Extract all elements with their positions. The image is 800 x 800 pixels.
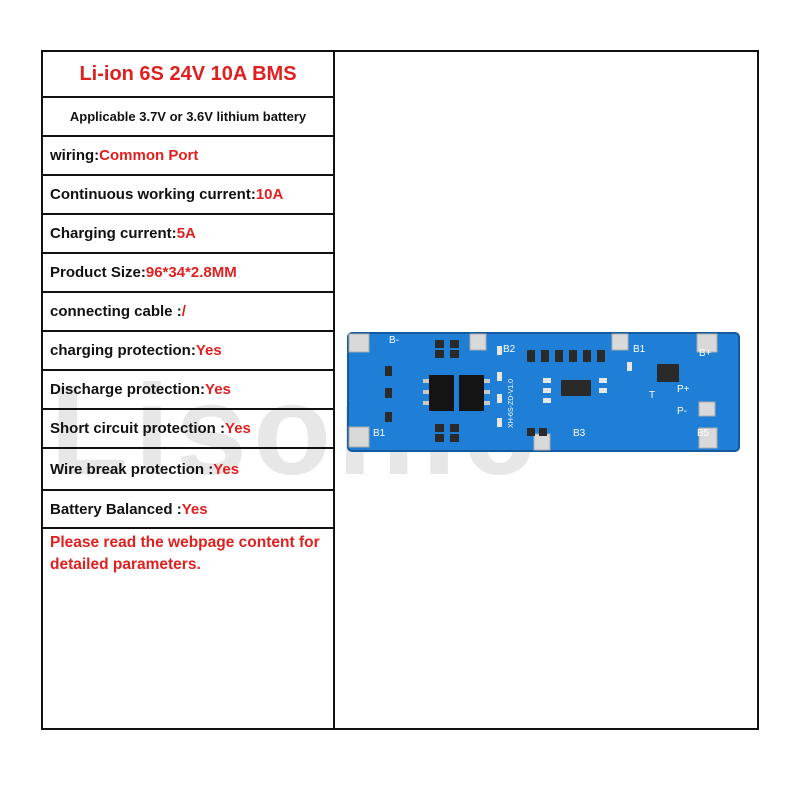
pad-label-b5: B5: [697, 428, 710, 439]
board-model-text: XH-6S-ZD-V1.0: [508, 379, 515, 428]
mosfets: [429, 375, 484, 411]
spec-row-short-circuit-protection: Short circuit protection :Yes: [43, 410, 333, 449]
spec-value: 96*34*2.8MM: [145, 264, 237, 281]
smd-components: [385, 340, 679, 442]
mosfet-leads: [423, 379, 490, 405]
pad-label-p-plus: P+: [677, 384, 690, 395]
spec-value: Yes: [225, 420, 251, 437]
spec-value: Yes: [213, 460, 240, 478]
product-subtitle: Applicable 3.7V or 3.6V lithium battery: [43, 98, 333, 137]
spec-label: Short circuit protection :: [50, 420, 226, 437]
pad-label-b1-top: B1: [633, 344, 646, 355]
spec-value: Yes: [181, 500, 208, 518]
pad-label-p-minus: P-: [677, 406, 687, 417]
spec-value: 5A: [176, 225, 196, 242]
pad-label-b3: B3: [573, 428, 586, 439]
spec-label: Charging current:: [50, 225, 177, 242]
spec-row-continuous-current: Continuous working current:10A: [43, 176, 333, 215]
spec-table: Li-ion 6S 24V 10A BMS Applicable 3.7V or…: [41, 50, 759, 730]
detail-note: Please read the webpage content for deta…: [50, 534, 320, 573]
spec-label: Continuous working current:: [50, 186, 256, 203]
spec-label: wiring:: [50, 147, 100, 164]
column-divider: [333, 52, 335, 728]
spec-row-product-size: Product Size:96*34*2.8MM: [43, 254, 333, 293]
spec-row-discharge-protection: Discharge protection: Yes: [43, 371, 333, 410]
pad-label-t: T: [649, 390, 655, 401]
pad-label-b2: B2: [503, 344, 516, 355]
spec-label: Product Size:: [50, 264, 146, 281]
spec-value: 10A: [255, 186, 284, 203]
spec-row-wire-break-protection: Wire break protection :Yes: [43, 449, 333, 491]
spec-row-battery-balanced: Battery Balanced :Yes: [43, 491, 333, 529]
pad-label-b-plus: B+: [699, 348, 712, 359]
spec-label: Discharge protection:: [50, 381, 206, 398]
bms-board-image: B- B1 B2 B3 B1 B5 B+ P+ P- T XH-6S-ZD-V1…: [347, 332, 740, 452]
spec-row-charging-protection: charging protection: Yes: [43, 332, 333, 371]
pad-label-b-minus: B-: [389, 335, 399, 346]
spec-value: /: [181, 303, 186, 320]
spec-value: Yes: [205, 381, 231, 398]
spec-label: Battery Balanced :: [50, 500, 182, 518]
resistors: [497, 346, 632, 427]
spec-row-charging-current: Charging current:5A: [43, 215, 333, 254]
spec-row-wiring: wiring:Common Port: [43, 137, 333, 176]
spec-row-connecting-cable: connecting cable : /: [43, 293, 333, 332]
pad-label-b1-bottom: B1: [373, 428, 386, 439]
spec-label: Wire break protection :: [50, 460, 214, 478]
spec-label: charging protection:: [50, 342, 196, 359]
product-title: Li-ion 6S 24V 10A BMS: [43, 52, 333, 98]
spec-label: connecting cable :: [50, 303, 182, 320]
spec-value: Common Port: [99, 147, 199, 164]
solder-pads: [348, 333, 718, 451]
spec-value: Yes: [195, 342, 222, 359]
